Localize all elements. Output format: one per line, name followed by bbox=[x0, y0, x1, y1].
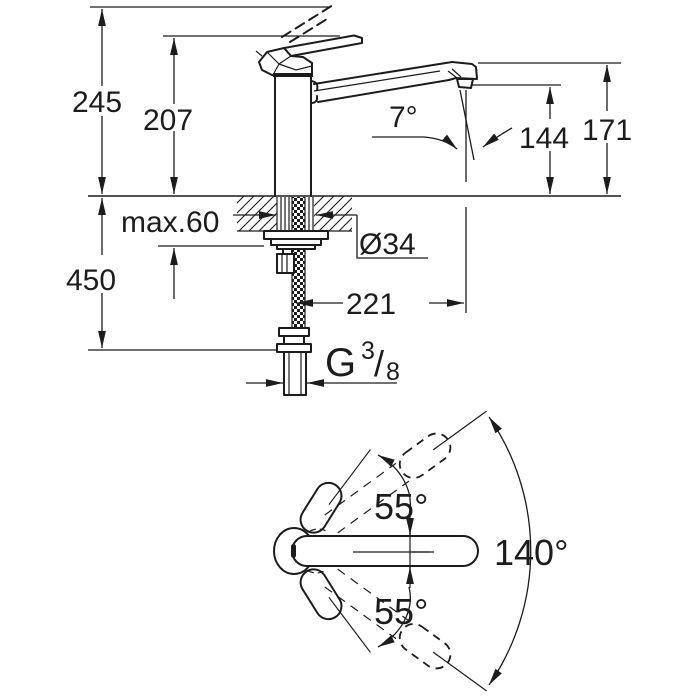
side-view: 245 207 144 171 7° max.60 bbox=[66, 4, 632, 396]
top-view: 55° 55° 140° bbox=[273, 410, 568, 692]
dimension-245: 245 bbox=[72, 9, 122, 194]
lever-raised-dashed-1 bbox=[281, 4, 334, 38]
dimension-144: 144 bbox=[519, 87, 569, 194]
label-g-slash: / bbox=[374, 343, 384, 384]
spout-arm-down bbox=[324, 568, 487, 692]
shank-threads bbox=[276, 197, 314, 231]
fixing-nut bbox=[276, 253, 295, 274]
dimension-7deg: 7° bbox=[372, 101, 513, 150]
faucet-body bbox=[255, 4, 478, 197]
body-column bbox=[274, 76, 312, 197]
handle-rotated-up bbox=[299, 481, 343, 534]
hose-fitting-bottom bbox=[276, 343, 312, 353]
dimension-221: 221 bbox=[296, 288, 464, 321]
spout-arm-up bbox=[324, 410, 487, 534]
label-171: 171 bbox=[582, 114, 632, 147]
dimension-207: 207 bbox=[143, 38, 193, 194]
label-55-lower: 55° bbox=[374, 591, 428, 632]
hose-braid-lower bbox=[292, 273, 305, 331]
hose-fitting-top bbox=[278, 327, 310, 337]
label-dia34: Ø34 bbox=[359, 228, 416, 261]
spout-tip-chevron bbox=[447, 68, 462, 79]
lever-raised-dashed-2 bbox=[289, 18, 328, 43]
label-7deg: 7° bbox=[389, 101, 418, 134]
spout-plan bbox=[291, 535, 479, 567]
label-207: 207 bbox=[143, 104, 193, 137]
dimension-dia34: Ø34 bbox=[233, 211, 428, 261]
mounting-flange-3 bbox=[276, 244, 316, 250]
body-cap-band bbox=[273, 73, 313, 77]
connector-tube bbox=[283, 351, 307, 396]
reference-lines bbox=[88, 6, 621, 351]
dimension-g38: G 3 / 8 bbox=[246, 337, 400, 387]
hose-fitting-mid bbox=[283, 335, 305, 345]
label-g-sup: 3 bbox=[361, 337, 375, 365]
label-g-sub: 8 bbox=[386, 358, 400, 386]
center-reference bbox=[406, 514, 429, 588]
ref-line-7deg-slant bbox=[459, 89, 475, 161]
label-144: 144 bbox=[519, 122, 569, 155]
leader-55-up bbox=[328, 449, 371, 506]
dimension-55-upper: 55° bbox=[374, 454, 428, 527]
dimension-55-lower: 55° bbox=[374, 586, 428, 648]
label-221: 221 bbox=[346, 288, 396, 321]
fixing-nut-lines bbox=[281, 254, 288, 273]
dimension-171: 171 bbox=[582, 65, 632, 194]
pivot-mark bbox=[291, 544, 296, 558]
spout-top-edge bbox=[313, 61, 453, 85]
spout-tip-block bbox=[448, 61, 478, 81]
dimension-140: 140° bbox=[488, 416, 568, 686]
dimension-450: 450 bbox=[66, 198, 116, 348]
handle-rotated-down bbox=[299, 568, 343, 621]
label-max60: max.60 bbox=[121, 206, 219, 239]
pivot-dash-marks bbox=[307, 528, 327, 574]
spout-root-collar bbox=[310, 80, 319, 104]
label-245: 245 bbox=[72, 86, 122, 119]
connector-tube-lines bbox=[288, 352, 302, 395]
label-55-upper: 55° bbox=[374, 486, 428, 527]
leader-55-down bbox=[328, 596, 371, 653]
mounting-flange-1 bbox=[263, 230, 329, 240]
label-g: G bbox=[325, 341, 356, 385]
label-450: 450 bbox=[66, 264, 116, 297]
spout-outlet bbox=[456, 78, 474, 89]
spout-bottom-edge bbox=[317, 79, 450, 103]
spout-seam-line bbox=[313, 70, 441, 92]
dimension-max60: max.60 bbox=[121, 206, 219, 299]
label-140: 140° bbox=[494, 532, 568, 573]
lever-joint-facets bbox=[255, 50, 313, 76]
